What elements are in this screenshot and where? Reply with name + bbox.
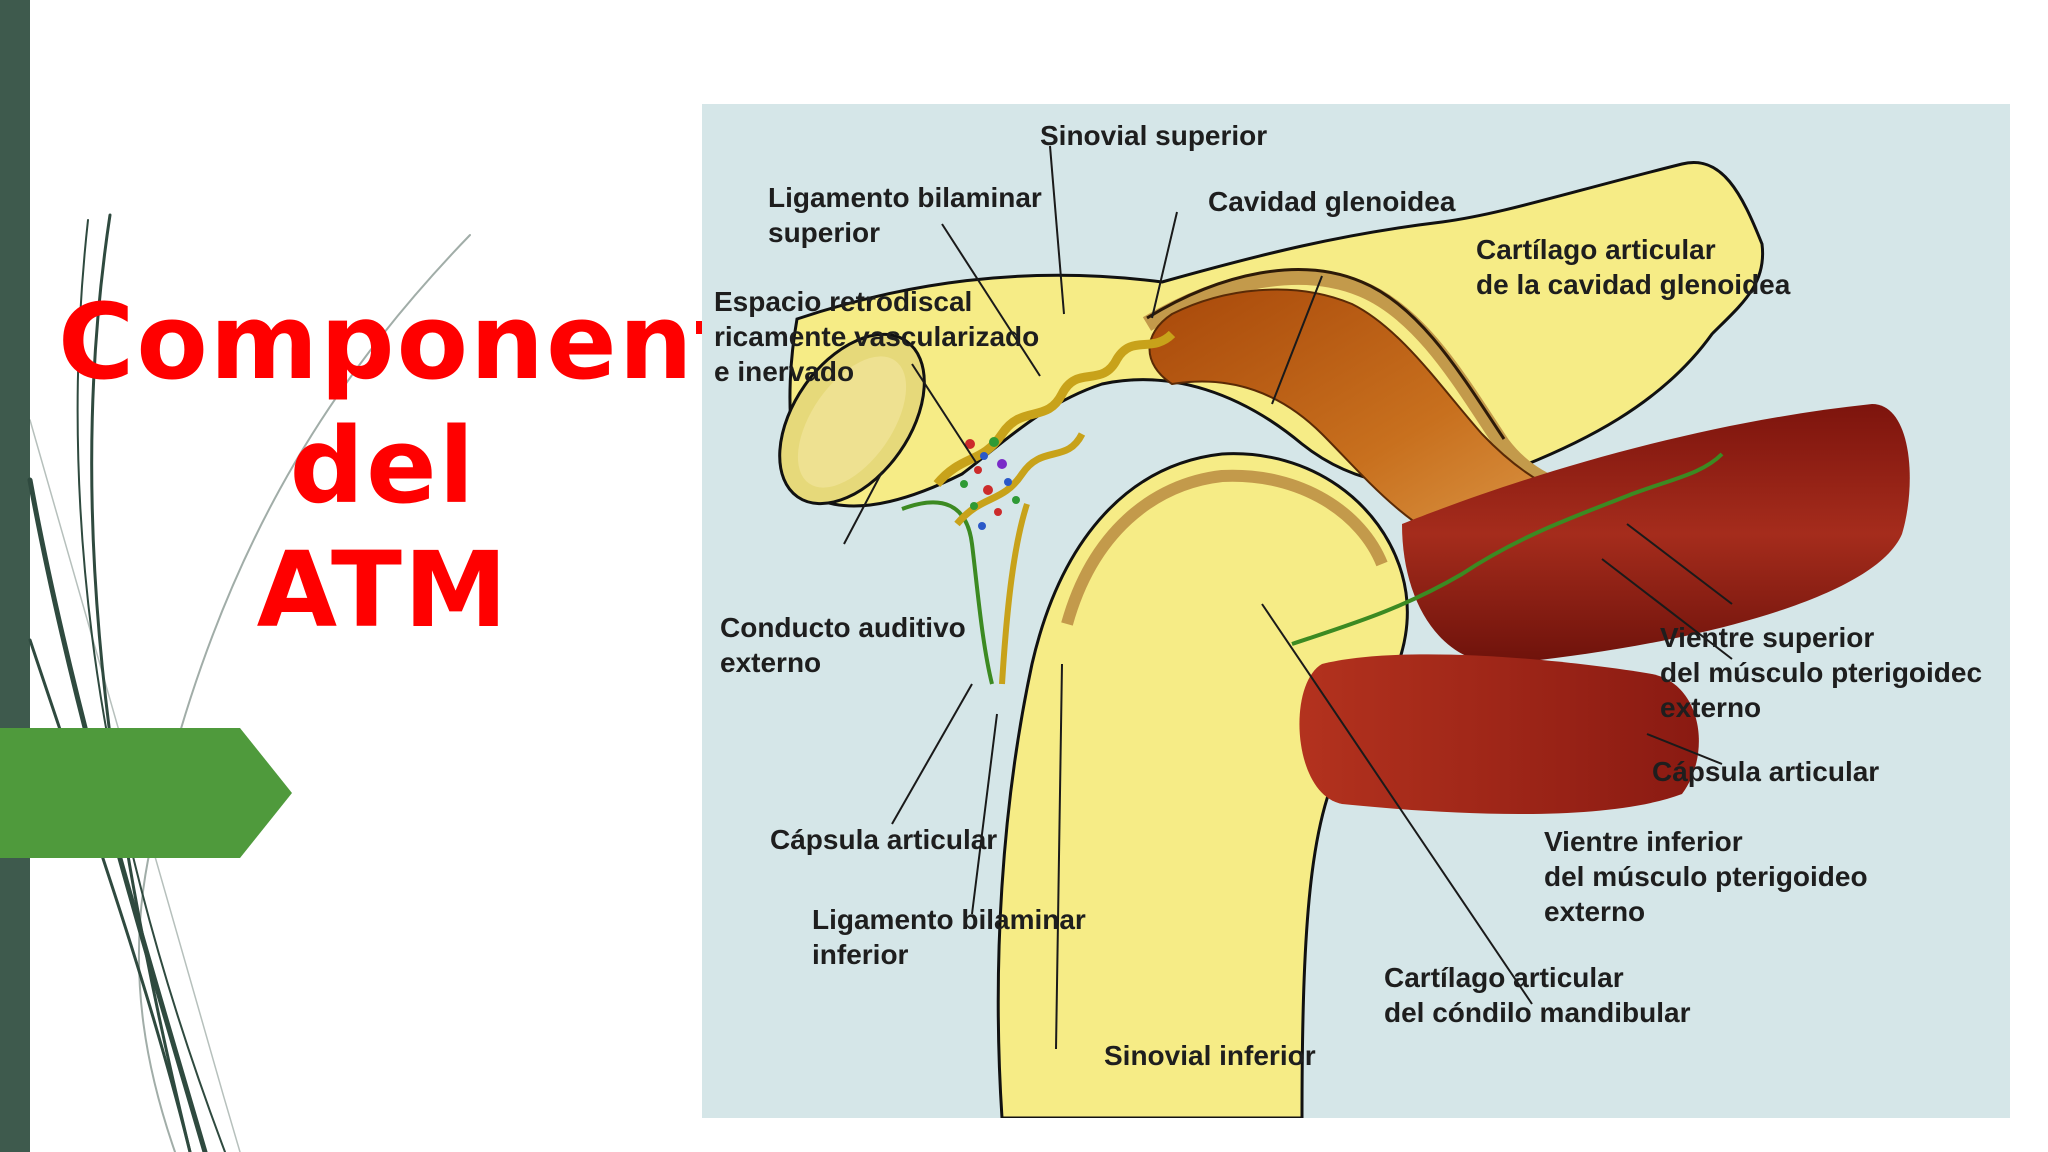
title-line-3: ATM — [256, 529, 510, 651]
label-vientre-inferior: Vientre inferior del músculo pterigoideo… — [1544, 826, 1868, 927]
title-line-2: del — [289, 405, 477, 527]
label-vientre-superior: Vientre superior del músculo pterigoidec… — [1660, 622, 1983, 723]
label-cartilago-cavidad: Cartílago articular de la cavidad glenoi… — [1476, 234, 1791, 300]
retrodiscal-tissue — [933, 330, 1176, 487]
lower-pterygoid-belly — [1299, 654, 1699, 814]
label-conducto-auditivo: Conducto auditivo externo — [720, 612, 966, 678]
label-ligamento-bilaminar-inferior: Ligamento bilaminar inferior — [812, 904, 1086, 970]
left-accent-bar — [0, 0, 30, 1152]
capsule-line-right — [1291, 452, 1724, 646]
label-cavidad-glenoidea: Cavidad glenoidea — [1208, 186, 1456, 217]
label-capsula-articular-izquierda: Cápsula articular — [770, 824, 998, 855]
slide-title: Componentes del ATM — [58, 280, 883, 652]
capsule-line-left — [901, 500, 994, 685]
label-cartilago-condilo: Cartílago articular del cóndilo mandibul… — [1384, 962, 1691, 1028]
label-sinovial-inferior: Sinovial inferior — [1104, 1040, 1316, 1071]
title-line-1: Componentes — [58, 281, 883, 403]
label-espacio-retrodiscal: Espacio retrodiscal ricamente vasculariz… — [714, 286, 1040, 387]
upper-pterygoid-belly — [1402, 404, 1910, 664]
leader-lines — [843, 145, 1733, 1050]
atm-diagram — [702, 104, 2010, 1118]
label-sinovial-superior: Sinovial superior — [1040, 120, 1268, 151]
mandibular-condyle — [996, 452, 1409, 1118]
label-ligamento-bilaminar-superior: Ligamento bilaminar superior — [768, 182, 1042, 248]
arrow-tab-icon — [0, 728, 292, 858]
label-capsula-articular-derecha: Cápsula articular — [1652, 756, 1880, 787]
vessel-dots — [960, 437, 1020, 530]
